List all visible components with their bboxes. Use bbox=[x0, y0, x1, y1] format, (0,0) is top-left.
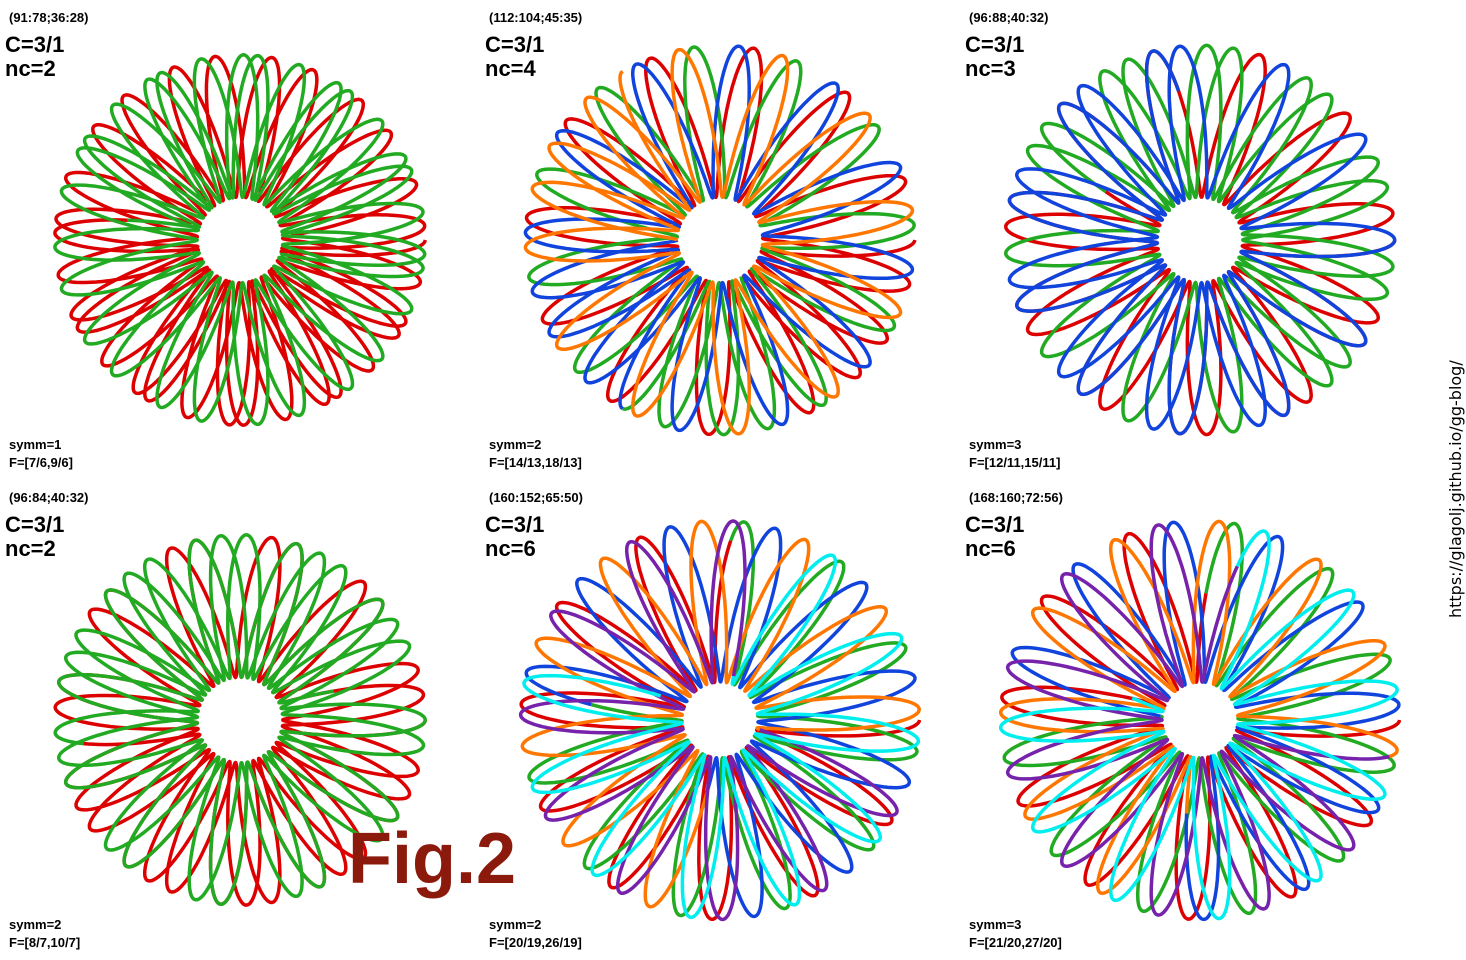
c-value: C=3/1 bbox=[965, 512, 1025, 537]
panel-6: (168:160;72:56) C=3/1 nc=6 symm=3 F=[21/… bbox=[960, 480, 1440, 960]
curve-plot-4 bbox=[53, 533, 428, 907]
panel-3: (96:88;40:32) C=3/1 nc=3 symm=3 F=[12/11… bbox=[960, 0, 1440, 480]
curve-segment bbox=[1005, 523, 1390, 917]
symmetry-value: symm=3 bbox=[969, 437, 1022, 452]
symmetry-value: symm=1 bbox=[9, 437, 62, 452]
curve-segment bbox=[53, 53, 427, 427]
curve-segment bbox=[1003, 43, 1395, 434]
nc-value: nc=4 bbox=[485, 56, 536, 81]
curve-segment bbox=[523, 47, 915, 436]
c-value: C=3/1 bbox=[965, 32, 1025, 57]
curve-segment bbox=[524, 46, 917, 437]
panel-2: (112:104;45:35) C=3/1 nc=4 symm=2 F=[14/… bbox=[480, 0, 960, 480]
curve-segment bbox=[518, 519, 899, 922]
nc-value: nc=3 bbox=[965, 56, 1016, 81]
curve-segment bbox=[523, 44, 915, 433]
nc-value: nc=6 bbox=[485, 536, 536, 561]
nc-value: nc=6 bbox=[965, 536, 1016, 561]
c-value: C=3/1 bbox=[485, 32, 545, 57]
source-url: https://glagolj.github.io/gg-blog/ bbox=[1446, 360, 1465, 618]
parameters-label: (160:152;65:50) bbox=[489, 490, 583, 505]
curve-plot-1 bbox=[53, 53, 427, 427]
curve-segment bbox=[527, 45, 916, 437]
curve-segment bbox=[1010, 520, 1401, 922]
f-value: F=[21/20,27/20] bbox=[969, 935, 1062, 950]
curve-segment bbox=[53, 533, 427, 907]
symmetry-value: symm=3 bbox=[969, 917, 1022, 932]
parameters-label: (112:104;45:35) bbox=[489, 10, 583, 25]
curve-segment bbox=[998, 529, 1399, 921]
f-value: F=[20/19,26/19] bbox=[489, 935, 582, 950]
curve-plot-2 bbox=[523, 44, 917, 437]
parameters-label: (168:160;72:56) bbox=[969, 490, 1063, 505]
panel-5: (160:152;65:50) C=3/1 nc=6 symm=2 F=[20/… bbox=[480, 480, 960, 960]
panel-1: (91:78;36:28) C=3/1 nc=2 symm=1 F=[7/6,9… bbox=[0, 0, 480, 480]
f-value: F=[8/7,10/7] bbox=[9, 935, 81, 950]
nc-value: nc=2 bbox=[5, 536, 56, 561]
parameters-label: (91:78;36:28) bbox=[9, 10, 89, 25]
curve-segment bbox=[998, 519, 1399, 896]
curve-segment bbox=[1007, 44, 1397, 436]
f-value: F=[14/13,18/13] bbox=[489, 455, 582, 470]
panel-4: (96:84;40:32) C=3/1 nc=2 symm=2 F=[8/7,1… bbox=[0, 480, 480, 960]
f-value: F=[7/6,9/6] bbox=[9, 455, 73, 470]
curve-plot-5 bbox=[518, 519, 922, 922]
c-value: C=3/1 bbox=[485, 512, 545, 537]
c-value: C=3/1 bbox=[5, 32, 65, 57]
symmetry-value: symm=2 bbox=[9, 917, 62, 932]
symmetry-value: symm=2 bbox=[489, 917, 542, 932]
curve-segment bbox=[520, 519, 921, 909]
parameters-label: (96:88;40:32) bbox=[969, 10, 1049, 25]
symmetry-value: symm=2 bbox=[489, 437, 542, 452]
curve-segment bbox=[524, 525, 917, 919]
f-value: F=[12/11,15/11] bbox=[969, 455, 1061, 470]
figure-label: Fig.2 bbox=[348, 819, 517, 899]
c-value: C=3/1 bbox=[5, 512, 65, 537]
nc-value: nc=2 bbox=[5, 56, 56, 81]
curve-segment bbox=[522, 553, 921, 920]
parameters-label: (96:84;40:32) bbox=[9, 490, 89, 505]
curve-plot-3 bbox=[1003, 43, 1397, 437]
curve-plot-6 bbox=[998, 519, 1402, 922]
